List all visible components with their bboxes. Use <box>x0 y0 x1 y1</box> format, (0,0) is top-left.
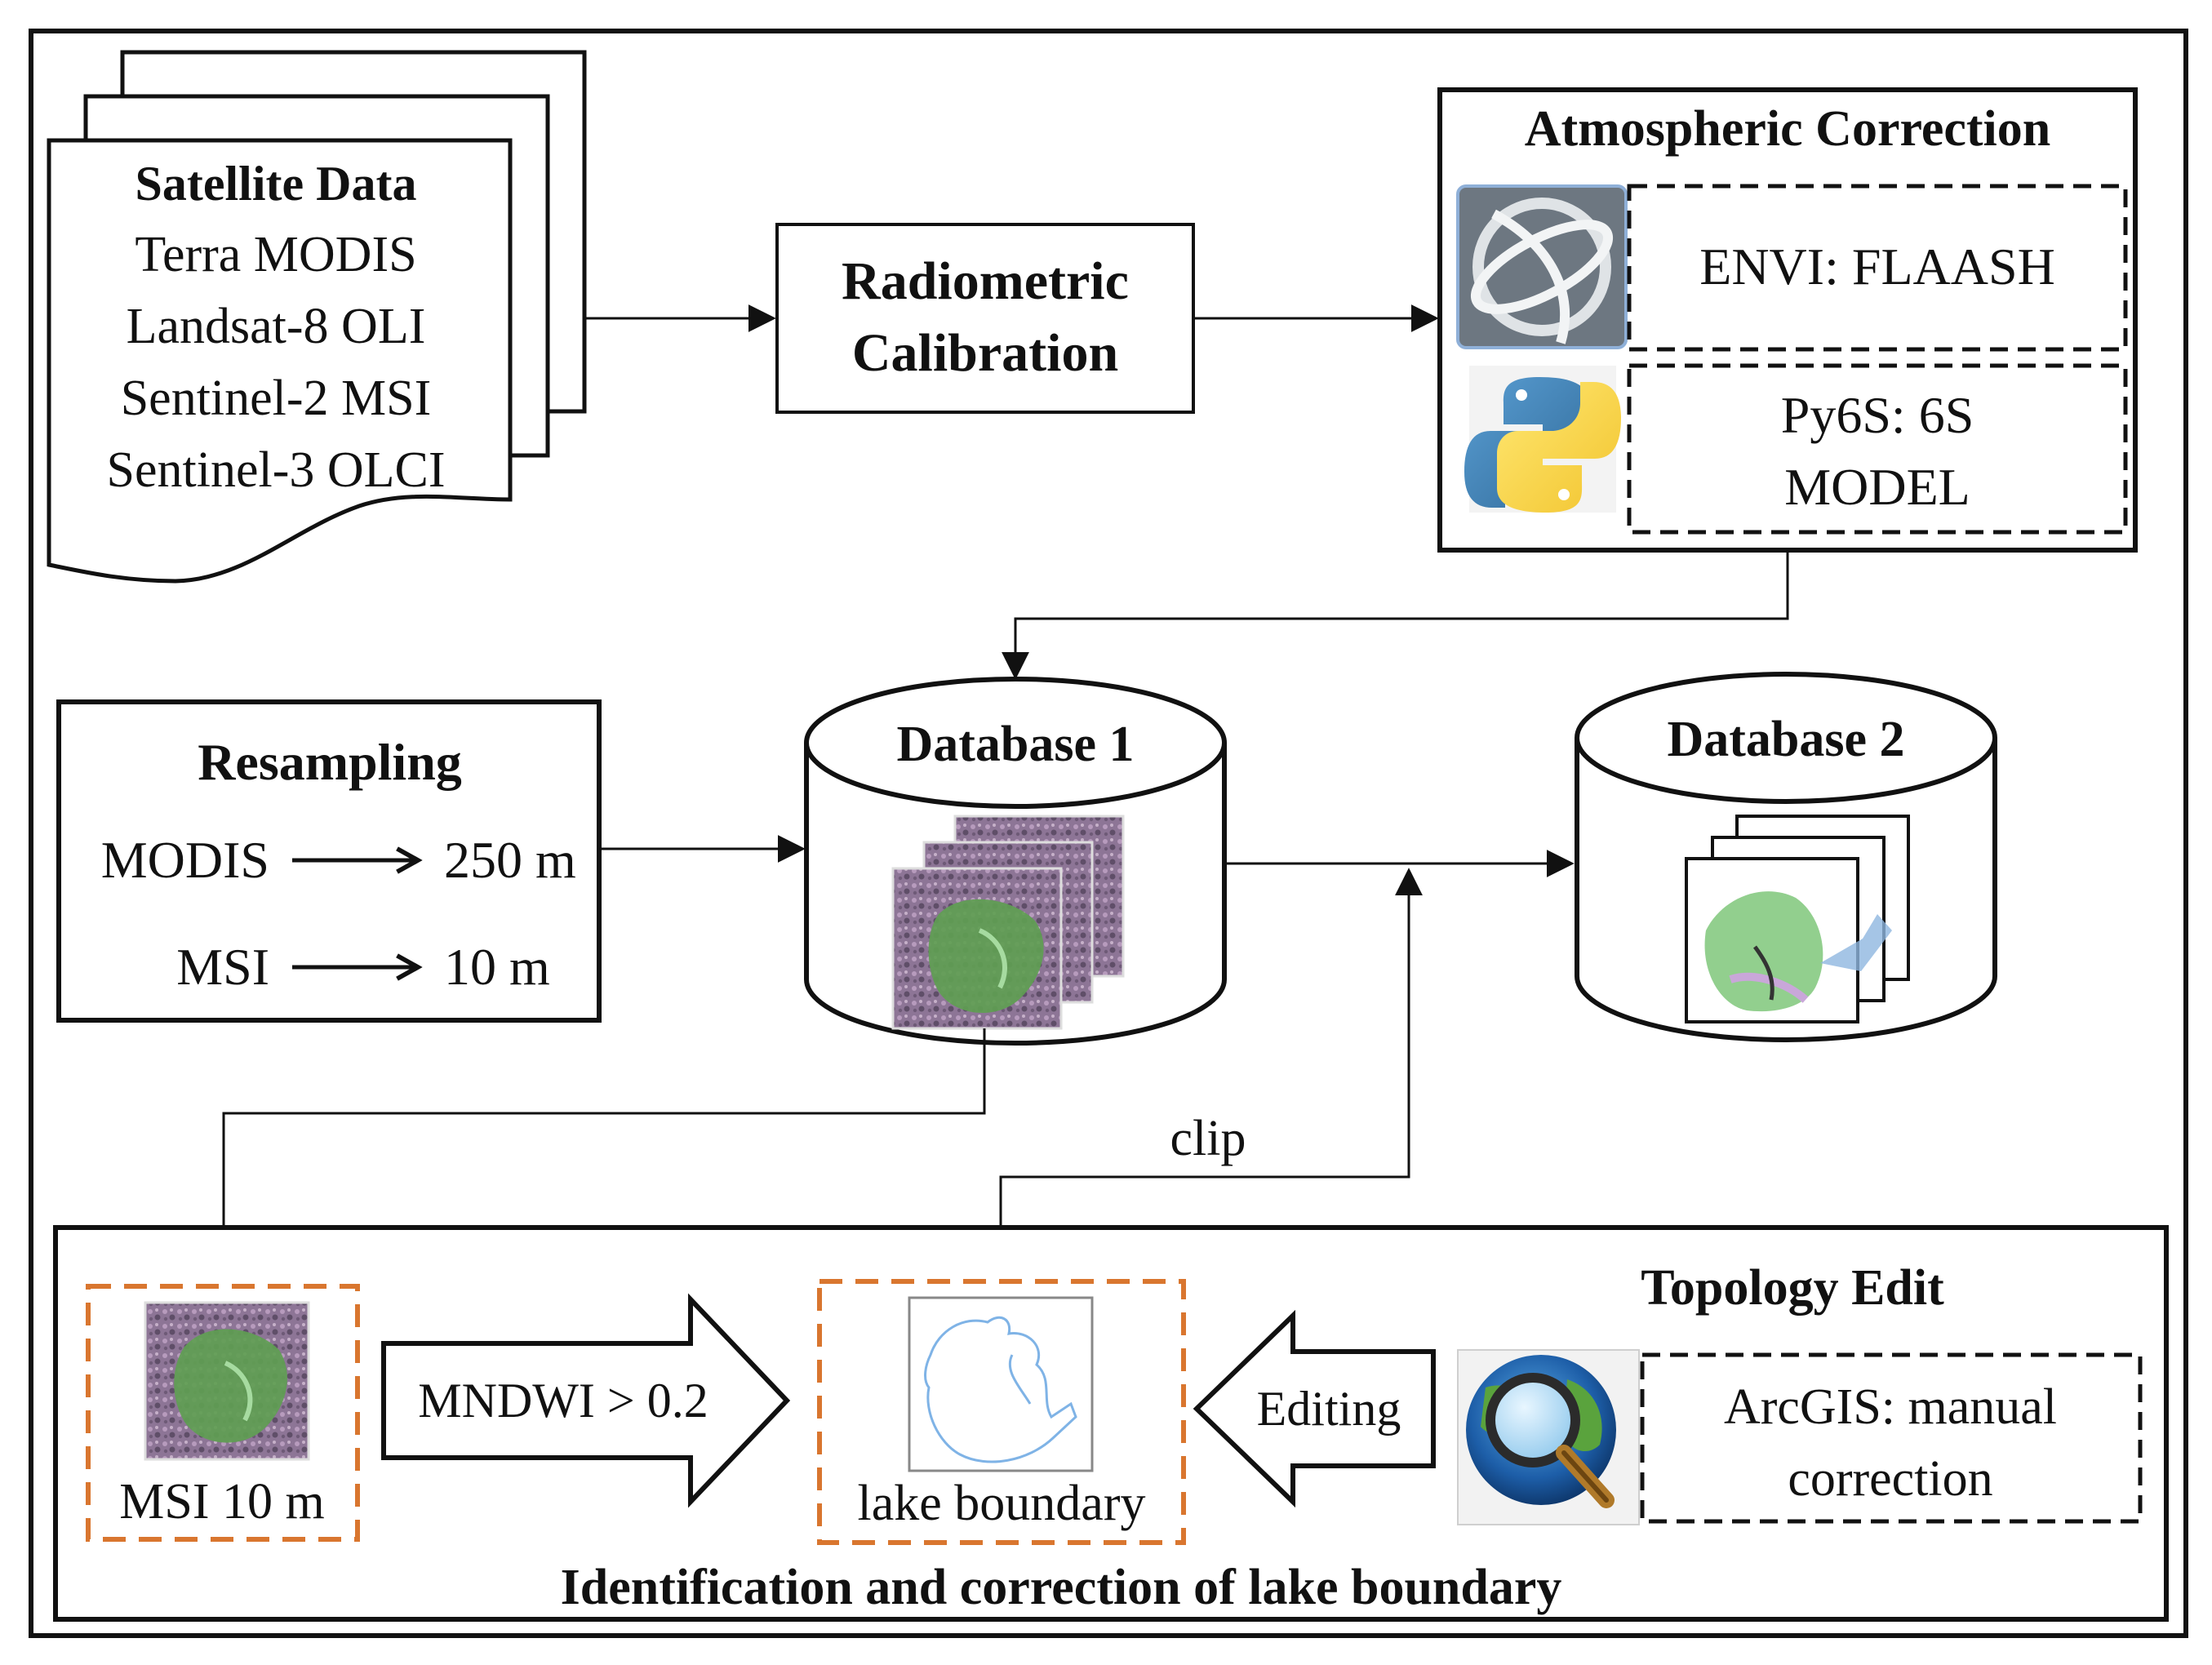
mndwi-block-arrow: MNDWI > 0.2 <box>381 1293 791 1508</box>
atmospheric-title: Atmospheric Correction <box>1525 101 2051 157</box>
arrow-atmospheric-to-database1 <box>1002 550 1789 680</box>
satellite-line-1: Terra MODIS <box>135 227 416 282</box>
outer-frame <box>29 29 2188 1638</box>
satellite-line-2: Landsat-8 OLI <box>127 299 426 354</box>
msi-label: MSI 10 m <box>119 1474 324 1530</box>
satellite-line-4: Sentinel-3 OLCI <box>107 442 446 498</box>
resampling-sensor-2: MSI <box>176 938 269 996</box>
mndwi-label: MNDWI > 0.2 <box>418 1374 708 1427</box>
lake-boundary-thumbnail <box>908 1296 1094 1472</box>
envi-globe-icon <box>1456 184 1628 349</box>
arrow-database1-to-msi <box>210 1028 986 1287</box>
resampling-title: Resampling <box>198 733 462 791</box>
database2-cylinder: Database 2 <box>1575 672 1997 1042</box>
msi-orange-dashed-box <box>86 1284 360 1542</box>
document-front <box>47 138 513 584</box>
database1-imagery-stack <box>891 815 1125 1030</box>
satellite-data-stack: Satellite Data Terra MODIS Landsat-8 OLI… <box>47 50 587 584</box>
radiometric-calibration-box: Radiometric Calibration <box>775 223 1195 414</box>
database2-label: Database 2 <box>1667 712 1904 767</box>
lake-boundary-label: lake boundary <box>858 1476 1146 1531</box>
bottom-panel-title: Identification and correction of lake bo… <box>561 1560 1562 1615</box>
radiometric-line-2: Calibration <box>852 323 1118 383</box>
bottom-panel: Identification and correction of lake bo… <box>53 1225 2169 1622</box>
editing-block-arrow: Editing <box>1193 1309 1436 1508</box>
atmospheric-correction-box: Atmospheric Correction ENVI: FLAASH Py6S… <box>1437 87 2138 553</box>
database1-cylinder: Database 1 <box>804 677 1227 1046</box>
lake-boundary-orange-dashed-box <box>817 1279 1186 1545</box>
arcgis-line-1: ArcGIS: manual <box>1724 1379 2057 1435</box>
database1-label: Database 1 <box>896 717 1134 772</box>
envi-flaash-dashed-box <box>1627 184 2128 352</box>
satellite-line-3: Sentinel-2 MSI <box>121 371 432 426</box>
resampling-resolution-2: 10 m <box>444 938 550 996</box>
py6s-line-2: MODEL <box>1784 458 1970 516</box>
resampling-resolution-1: 250 m <box>444 831 576 889</box>
resampling-box: Resampling MODIS 250 m MSI 10 m <box>56 699 602 1023</box>
arcgis-globe-magnifier-icon <box>1457 1349 1640 1525</box>
radiometric-line-1: Radiometric <box>842 251 1129 311</box>
clip-label: clip <box>1170 1111 1246 1166</box>
envi-flaash-label: ENVI: FLAASH <box>1699 238 2055 295</box>
msi-thumbnail <box>144 1301 310 1461</box>
satellite-data-title: Satellite Data <box>135 157 417 211</box>
arcgis-line-2: correction <box>1788 1451 1992 1507</box>
database2-imagery-stack <box>1685 815 1910 1023</box>
resampling-sensor-1: MODIS <box>101 831 269 889</box>
python-logo-icon <box>1464 366 1621 513</box>
editing-label: Editing <box>1257 1382 1401 1436</box>
py6s-line-1: Py6S: 6S <box>1781 386 1974 444</box>
topology-edit-title: Topology Edit <box>1641 1260 1944 1316</box>
